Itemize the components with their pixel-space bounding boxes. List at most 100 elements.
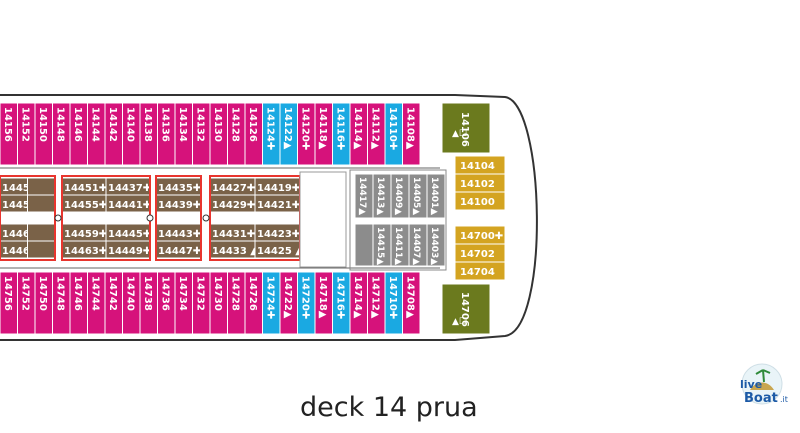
- top-row-cabin-number: 14116✚: [334, 107, 345, 150]
- bottom-row-cabin-number: 14732: [194, 276, 205, 311]
- top-row-cabin-number: 14110✚: [387, 107, 398, 150]
- top-row-cabin-number: 14122▲: [282, 107, 293, 150]
- bottom-row-cabin-number: 14716✚: [334, 276, 345, 319]
- cabins-layer: 14156 14152 14150 14148 14146 14144 14142 14140…: [0, 102, 506, 335]
- inside-cabin-number: 14429✚: [212, 200, 255, 211]
- corridor-marker: [202, 214, 210, 222]
- logo-text-boat: Boat: [744, 391, 778, 406]
- inside-cabin-number: 14435✚: [158, 183, 201, 194]
- top-row-cabin-number: 14114▲: [352, 107, 363, 150]
- bottom-row-cabin-number: 14738: [142, 276, 153, 311]
- gray-inside-number: 14409▲: [393, 177, 403, 215]
- inside-cabin-number: 14447✚: [158, 246, 201, 257]
- top-row-cabin-number: 14140: [124, 107, 135, 142]
- bay-outline: [155, 175, 202, 261]
- top-row-cabin-number: 14146: [72, 107, 83, 142]
- inside-cabin-number: 14433 ▲☐: [212, 246, 267, 257]
- inside-cabin-number: 14461✚: [2, 229, 45, 240]
- inside-cabin: [27, 240, 56, 259]
- inside-cabin-number: 14451✚: [64, 183, 107, 194]
- top-row-cabin-number: 14142: [107, 107, 118, 142]
- gray-inside-number: 14401▲: [429, 177, 439, 215]
- logo-island: [750, 382, 774, 390]
- corner-cabin-bottom-icons: ▲☐: [452, 317, 467, 327]
- mini-suite-cabin: [454, 191, 506, 211]
- inside-cabin-number: 14443✚: [158, 229, 201, 240]
- inside-cabin-number: 14425 ▲☐: [257, 246, 312, 257]
- bottom-row-cabin-number: 14742: [107, 276, 118, 311]
- inside-cabin-number: 14431✚: [212, 229, 255, 240]
- logo-text-suffix: .it: [780, 395, 788, 404]
- corner-cabin-top-number: 14106: [459, 112, 470, 147]
- top-row-cabin-number: 14136: [159, 107, 170, 142]
- corner-cabin-top-icons: ▲☐: [452, 129, 467, 139]
- central-open-area: [299, 171, 347, 268]
- gray-block-outline: [349, 169, 447, 271]
- bottom-row-cabin-number: 14744: [89, 276, 100, 311]
- inside-cabin-number: 14455✚: [64, 200, 107, 211]
- top-row-cabin-number: 14120✚: [299, 107, 310, 150]
- top-row-cabin-number: 14152: [19, 107, 30, 142]
- bottom-row-cabin-number: 14740: [124, 276, 135, 311]
- bottom-row-cabin-number: 14720✚: [299, 276, 310, 319]
- bottom-row-cabin-number: 14756: [2, 276, 13, 311]
- gray-inside-number: 14415▲: [375, 227, 385, 265]
- corridor-marker: [54, 214, 62, 222]
- logo-text-live: live: [740, 378, 763, 391]
- corridor-marker: [146, 214, 154, 222]
- corner-cabin-top: [441, 102, 491, 154]
- inside-cabin-number: 14439✚: [158, 200, 201, 211]
- bottom-row-cabin-number: 14746: [72, 276, 83, 311]
- bottom-row-cabin-number: 14736: [159, 276, 170, 311]
- gray-inside-cabin-upper: [426, 173, 446, 219]
- top-row-cabin-number: 14148: [54, 107, 65, 142]
- mini-suite-number: 14700✚: [460, 231, 503, 242]
- inside-cabin-number: 14441✚: [108, 200, 151, 211]
- bottom-row-cabin-number: 14734: [177, 276, 188, 311]
- top-row-cabin-number: 14156: [2, 107, 13, 142]
- bottom-row-cabin-number: 14752: [19, 276, 30, 311]
- inside-cabin: [27, 194, 56, 213]
- gray-inside-number: 14417▲: [357, 177, 367, 215]
- bottom-row-cabin-number: 14748: [54, 276, 65, 311]
- inside-cabin-number: 14453✚: [2, 183, 45, 194]
- bottom-row-cabin-number: 14726: [247, 276, 258, 311]
- logo-palm: [755, 369, 771, 383]
- inside-cabin-number: 14463✚: [64, 246, 107, 257]
- gray-inside-number: 14405▲: [411, 177, 421, 215]
- mini-suite-cabin: [454, 261, 506, 281]
- mini-suite-number: 14104: [460, 161, 495, 172]
- top-row-cabin-number: 14118▲: [317, 107, 328, 150]
- bottom-row-cabin-number: 14724✚: [264, 276, 275, 319]
- inside-cabin-number: 14449✚: [108, 246, 151, 257]
- mini-suite-number: 14100: [460, 197, 495, 208]
- bottom-row-cabin: [402, 271, 421, 335]
- top-row-cabin-number: 14144: [89, 107, 100, 142]
- top-row-cabin-number: 14150: [37, 107, 48, 142]
- gray-inside-number: 14407▲: [411, 227, 421, 265]
- inside-cabin-number: 14457✚: [2, 200, 45, 211]
- bottom-row-cabin-number: 14728: [229, 276, 240, 311]
- inside-cabin-number: 14437✚: [108, 183, 151, 194]
- gray-inside-number: 14411▲: [393, 227, 403, 265]
- gray-inside-number: 14403▲: [429, 227, 439, 265]
- inside-cabin-number: 14459✚: [64, 229, 107, 240]
- bottom-row-cabin-number: 14714▲: [352, 276, 363, 319]
- liveboat-logo: live Boat .it: [728, 358, 796, 414]
- bottom-row-cabin-number: 14750: [37, 276, 48, 311]
- top-row-cabin-number: 14138: [142, 107, 153, 142]
- hull-outline: [0, 94, 538, 341]
- corner-cabin-bottom: [441, 283, 491, 335]
- inside-cabin-number: 14419✚: [257, 183, 300, 194]
- inside-cabin: [27, 177, 56, 196]
- gray-inside-number: 14413▲: [375, 177, 385, 215]
- top-row-cabin-number: 14134: [177, 107, 188, 142]
- mini-suite-number: 14702: [460, 249, 495, 260]
- bottom-row-cabin-number: 14718▲: [317, 276, 328, 319]
- inside-cabin: [27, 223, 56, 242]
- bottom-row-cabin-number: 14708▲: [404, 276, 415, 319]
- mini-suite-number: 14102: [460, 179, 495, 190]
- top-row-cabin-number: 14126: [247, 107, 258, 142]
- bottom-row-cabin-number: 14712▲: [369, 276, 380, 319]
- top-row-cabin-number: 14130: [212, 107, 223, 142]
